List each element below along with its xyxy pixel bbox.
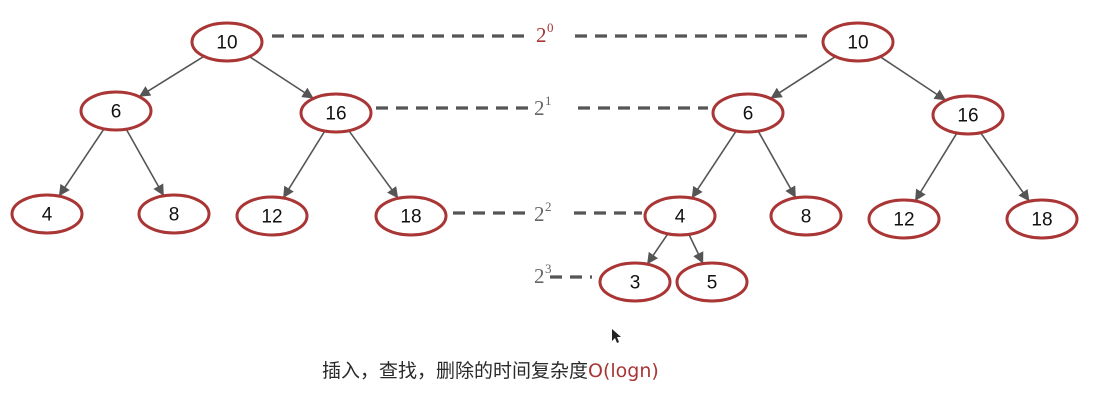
level-dash-lines: [272, 34, 815, 279]
node-label: 12: [261, 207, 282, 228]
node-label: 10: [216, 33, 237, 54]
left-tree-node-12: 12: [235, 195, 309, 237]
right-tree-edge-r6-r8: [757, 130, 796, 198]
right-tree-node-6: 6: [711, 92, 785, 134]
level-base: 2: [534, 264, 545, 288]
node-label: 18: [400, 207, 421, 228]
complexity-caption: 插入，查找，删除的时间复杂度O(logn): [322, 356, 659, 383]
right-tree-edge-r10-r6: [770, 55, 836, 99]
node-label: 8: [801, 207, 812, 228]
right-tree-node-8: 8: [769, 195, 843, 237]
node-circle: [867, 198, 941, 240]
right-tree-edge-r10-r16: [879, 56, 946, 101]
left-tree-node-6: 6: [79, 90, 153, 132]
node-circle: [598, 261, 672, 303]
left-tree-edge-l6-l8: [125, 128, 164, 196]
node-label: 16: [957, 106, 978, 127]
node-label: 6: [111, 102, 122, 123]
right-tree-node-4: 4: [643, 195, 717, 237]
node-label: 16: [325, 104, 346, 125]
left-tree-node-10: 10: [190, 21, 264, 63]
node-circle: [711, 92, 785, 134]
node-circle: [931, 94, 1005, 136]
right-tree-edge-r4-r3: [647, 233, 669, 265]
right-tree-node-5: 5: [675, 261, 749, 303]
level-exponent: 1: [545, 93, 552, 108]
node-circle: [643, 195, 717, 237]
node-label: 4: [42, 205, 53, 226]
node-circle: [1005, 198, 1079, 240]
right-tree-node-18: 18: [1005, 198, 1079, 240]
right-tree-node-3: 3: [598, 261, 672, 303]
node-circle: [821, 21, 895, 63]
right-tree-edge-r6-r4: [691, 130, 737, 199]
level-exponent: 0: [547, 20, 554, 35]
node-label: 8: [169, 205, 180, 226]
node-circle: [675, 261, 749, 303]
level-base: 2: [534, 202, 545, 226]
node-circle: [10, 193, 84, 235]
right-tree-edge-r16-r18: [979, 132, 1030, 202]
node-label: 4: [675, 207, 686, 228]
left-tree-node-8: 8: [137, 193, 211, 235]
node-circle: [299, 92, 373, 134]
node-circle: [79, 90, 153, 132]
node-circle: [235, 195, 309, 237]
tree-edges: [58, 55, 1030, 265]
left-tree-edge-l16-l18: [348, 130, 399, 199]
node-label: 3: [630, 273, 641, 294]
caption-text: 插入，查找，删除的时间复杂度: [322, 360, 589, 382]
level-base: 2: [536, 23, 547, 47]
left-tree-node-4: 4: [10, 193, 84, 235]
caption-complexity: O(logn): [588, 360, 659, 382]
mouse-cursor-icon: [612, 329, 621, 343]
left-tree-node-18: 18: [374, 195, 448, 237]
node-label: 5: [707, 273, 718, 294]
left-tree-edge-l16-l12: [283, 130, 326, 199]
right-tree-node-10: 10: [821, 21, 895, 63]
left-tree-node-16: 16: [299, 92, 373, 134]
node-label: 18: [1031, 210, 1052, 231]
level-exponent: 3: [545, 261, 552, 276]
node-circle: [769, 195, 843, 237]
node-label: 10: [847, 33, 868, 54]
right-tree-edge-r16-r12: [914, 132, 958, 202]
node-circle: [190, 21, 264, 63]
node-label: 12: [893, 210, 914, 231]
right-tree-node-12: 12: [867, 198, 941, 240]
left-tree-edge-l10-l16: [248, 55, 314, 99]
right-tree-edge-r4-r5: [688, 234, 704, 264]
node-label: 6: [743, 104, 754, 125]
left-tree-edge-l10-l6: [138, 55, 205, 97]
node-circle: [137, 193, 211, 235]
level-exponent: 2: [545, 199, 552, 214]
left-tree-edge-l6-l4: [58, 128, 105, 197]
node-circle: [374, 195, 448, 237]
right-tree-node-16: 16: [931, 94, 1005, 136]
level-base: 2: [534, 96, 545, 120]
